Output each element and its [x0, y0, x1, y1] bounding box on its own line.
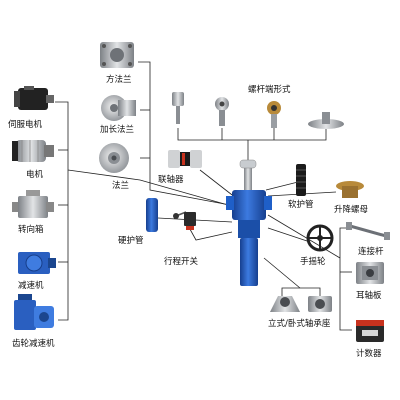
coupling-image [168, 150, 202, 168]
label-connecting-rod: 连接杆 [358, 246, 384, 257]
coupling-line [199, 169, 237, 199]
reducer-image [18, 252, 56, 274]
label-screw-end-forms: 螺杆端形式 [248, 84, 291, 95]
screw-jack-image [226, 159, 272, 286]
bellows-image [296, 164, 306, 196]
connecting-rod-image [346, 222, 390, 240]
label-flange: 法兰 [112, 180, 129, 191]
labels: 方法兰 加长法兰 法兰 联轴器 硬护管 行程开关 伺服电机 电机 转向箱 减速机… [8, 74, 384, 359]
extended-flange-image [101, 95, 136, 121]
ear-plate-image [356, 262, 384, 284]
label-extended-flange: 加长法兰 [100, 124, 134, 135]
label-reducer: 减速机 [18, 280, 44, 291]
counter-image [356, 320, 384, 342]
lifting-nut-image [336, 181, 364, 198]
right-to-jack-line [267, 214, 341, 259]
label-motor: 电机 [26, 169, 44, 180]
label-ear-plate: 耳轴板 [356, 290, 382, 301]
label-reversing-box: 转向箱 [18, 224, 44, 235]
label-counter: 计数器 [356, 348, 382, 359]
clevis-end-image [172, 92, 184, 124]
label-lifting-nut: 升降螺母 [334, 204, 368, 215]
rod-eye-end-image [215, 97, 229, 126]
flange-end-image [308, 112, 344, 129]
square-flange-image [100, 42, 134, 68]
flange-bus-line [138, 61, 151, 170]
label-square-flange: 方法兰 [106, 74, 132, 85]
bellows-line [265, 181, 299, 191]
label-limit-switch: 行程开关 [164, 256, 199, 267]
label-handwheel: 手摇轮 [300, 256, 326, 267]
label-servo-motor: 伺服电机 [8, 119, 43, 130]
handwheel-image [306, 224, 334, 252]
flange-to-jack-line [149, 170, 231, 206]
bearing-seat-image [270, 296, 332, 312]
label-protective-sleeve: 硬护管 [118, 235, 144, 246]
servo-motor-image [14, 86, 54, 110]
label-gear-reducer: 齿轮减速机 [12, 338, 55, 349]
label-coupling: 联轴器 [158, 174, 184, 185]
reversing-box-image [12, 190, 54, 218]
bearing-line [281, 287, 321, 296]
motor-image [12, 140, 54, 162]
left-bus-line [55, 101, 69, 321]
motor-line [67, 169, 229, 206]
gear-reducer-image [14, 294, 54, 330]
handwheel-line [267, 227, 311, 243]
flange-image [99, 143, 129, 173]
right-bus-line [339, 227, 352, 331]
label-bearing-seat: 立式/卧式轴承座 [268, 318, 331, 329]
connector-lines [55, 61, 352, 331]
rod-end-bearing-image [267, 101, 281, 128]
label-bellows: 软护管 [288, 199, 314, 210]
limit-switch-image [173, 211, 196, 230]
protective-sleeve-image [146, 198, 158, 232]
end-forms-bracket [177, 128, 327, 141]
